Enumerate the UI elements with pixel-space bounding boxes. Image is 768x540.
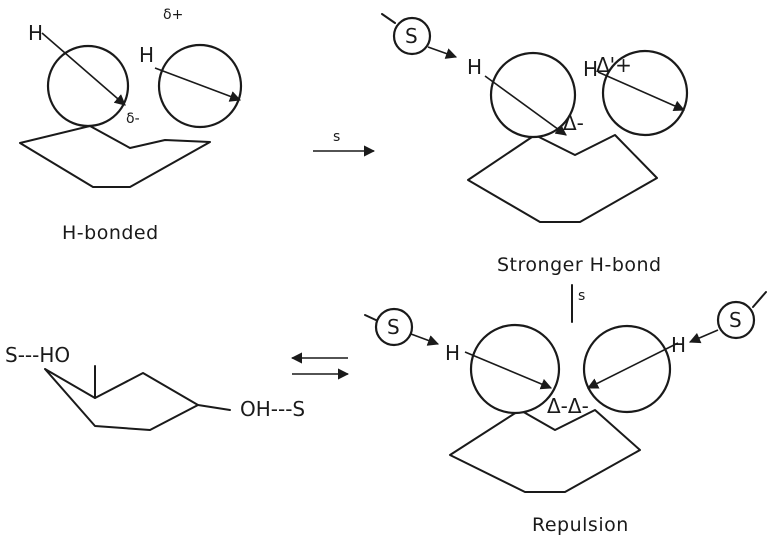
hydrogen-label: H [445, 341, 460, 365]
cyclohexane-ring-4 [449, 409, 641, 493]
solvent-circle [374, 307, 414, 347]
dipole-arrow-1a [41, 32, 126, 106]
repulsion-structure: S S H H Δ-Δ- Repulsion [364, 291, 767, 536]
oh-bond-right [197, 404, 231, 411]
solvent-approach-arrow [427, 46, 458, 59]
oh-group-circle-2a [489, 51, 577, 139]
equilibrium-arrows [290, 352, 350, 380]
solvent-label: S [405, 24, 418, 48]
cyclohexane-ring-1 [19, 125, 211, 188]
delta-prime-plus-label: Δ'+ [596, 53, 632, 77]
solvent-approach-arrow [688, 329, 719, 344]
solvent-circle [392, 16, 432, 56]
solvent-label: S [729, 308, 742, 332]
cyclohexane-ring-3 [44, 368, 199, 431]
solvent-molecule-3: S [688, 291, 767, 344]
repulsion-caption: Repulsion [532, 514, 629, 536]
dipole-arrow-3b [586, 342, 679, 389]
solvated-diol-structure: S---HO OH---S [5, 343, 305, 431]
hydrogen-label: H [671, 333, 686, 357]
solvent-approach-arrow [410, 333, 440, 346]
hydrogen-label: H [28, 21, 43, 45]
hydrogen-label: H [139, 43, 154, 67]
delta-minus-label: δ- [126, 111, 140, 127]
reaction-arrow-2: s [571, 284, 585, 323]
delta-plus-label: δ+ [163, 7, 183, 23]
solvent-tail [752, 291, 767, 308]
cyclohexane-ring-2 [467, 134, 658, 223]
stronger-h-bond-caption: Stronger H-bond [497, 254, 662, 276]
dipole-arrow-3a [464, 351, 553, 390]
hydrogen-label: H [467, 55, 482, 79]
solvent-label: S [387, 315, 400, 339]
reaction-arrow-1: s [313, 129, 376, 157]
oh-group-circle-1b [157, 43, 243, 129]
solvent-molecule-1: S [381, 13, 458, 59]
hydrogen-label: H [583, 57, 598, 81]
solvated-hydroxyl-left: S---HO [5, 343, 70, 367]
solvent-tail [364, 314, 379, 322]
delta-minus-pair-label: Δ-Δ- [547, 394, 589, 418]
solvated-hydroxyl-right: OH---S [240, 397, 305, 421]
solvent-molecule-2: S [364, 307, 440, 347]
h-bonded-caption: H-bonded [62, 222, 159, 244]
solvent-arrow-label: s [578, 288, 585, 304]
oh-group-circle-1a [46, 44, 130, 128]
delta-minus-label: Δ- [563, 111, 584, 135]
h-bonded-structure: H H δ+ δ- H-bonded [19, 7, 243, 244]
stronger-h-bond-structure: S H H Δ'+ Δ- Stronger H-bond [381, 13, 689, 276]
oh-group-circle-3a [469, 323, 561, 415]
dipole-arrow-2a [484, 75, 567, 136]
solvent-circle [716, 300, 756, 340]
solvent-arrow-label: s [333, 129, 340, 145]
dipole-arrow-1b [154, 67, 242, 102]
solvent-tail [381, 13, 396, 24]
dipole-arrow-2b [597, 71, 686, 112]
